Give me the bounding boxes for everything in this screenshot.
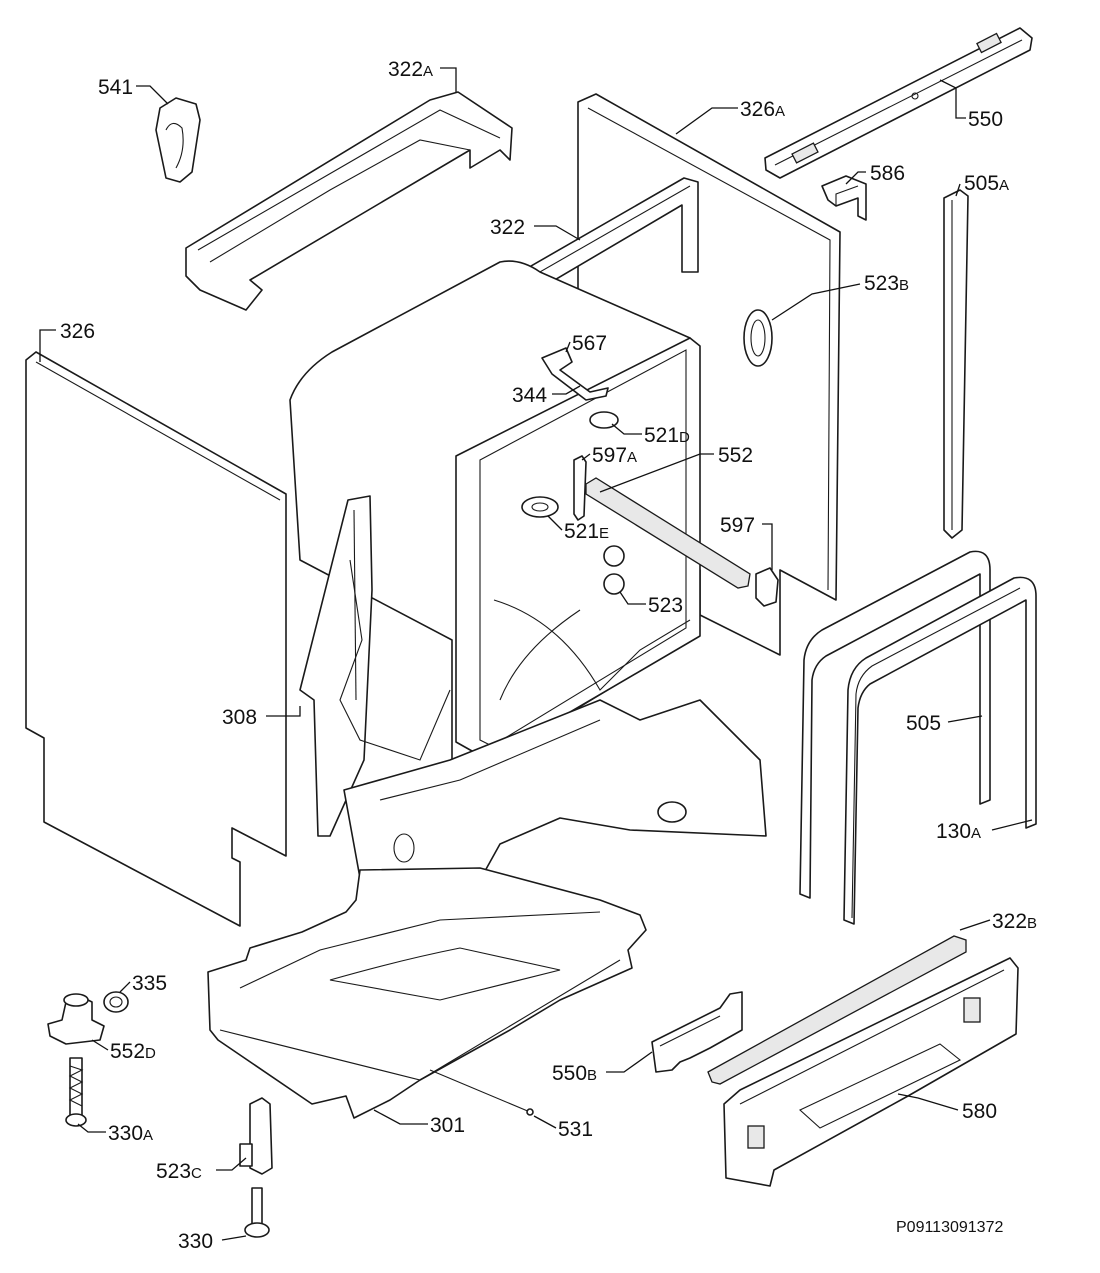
part-541-clip	[155, 97, 201, 183]
label-308: 308	[222, 706, 257, 729]
leader-301	[373, 1109, 428, 1125]
part-523c-bracket	[239, 1097, 273, 1175]
leader-344	[552, 385, 581, 395]
label-505a: 505A	[964, 172, 1009, 195]
part-505-130a-door-seals	[799, 550, 1037, 925]
part-523-fitting-bottom	[603, 573, 625, 595]
leader-330	[221, 1235, 247, 1241]
label-301: 301	[430, 1114, 465, 1137]
part-335-nut	[103, 991, 129, 1013]
label-567: 567	[572, 332, 607, 355]
leader-521e	[547, 515, 563, 531]
leader-597	[762, 523, 773, 570]
part-308-hinge	[299, 495, 451, 837]
part-523-fitting-top	[603, 545, 625, 567]
label-597: 597	[720, 514, 755, 537]
leader-552d	[91, 1039, 109, 1051]
leader-580	[897, 1093, 959, 1111]
part-521e-ring	[521, 496, 559, 518]
label-326: 326	[60, 320, 95, 343]
label-586: 586	[870, 162, 905, 185]
part-330a-screw	[65, 1057, 87, 1127]
part-301-base-tray	[207, 867, 647, 1119]
leader-521d	[611, 423, 642, 435]
leader-lines	[39, 67, 1033, 1241]
leader-597a	[581, 453, 591, 461]
label-322b: 322B	[992, 910, 1037, 933]
label-130a: 130A	[936, 820, 981, 843]
leader-335	[119, 981, 131, 993]
leader-322a	[440, 67, 457, 92]
reference-code: P09113091372	[896, 1219, 1003, 1236]
part-322b-rail	[707, 935, 967, 1085]
part-597-clip	[755, 567, 779, 607]
label-550b: 550B	[552, 1062, 597, 1085]
part-330-screw	[244, 1187, 270, 1238]
part-521d-cap	[589, 411, 619, 429]
leader-505	[947, 715, 983, 723]
label-523c: 523C	[156, 1160, 202, 1183]
leader-541	[136, 85, 169, 105]
leader-531	[533, 1115, 557, 1129]
label-552: 552	[718, 444, 753, 467]
part-labels: 541 322A 326A 550 586 505A 322 523B 326 …	[60, 58, 1037, 1253]
label-523b: 523B	[864, 272, 909, 295]
leader-326	[39, 329, 56, 362]
leader-567	[565, 341, 571, 353]
label-322a: 322A	[388, 58, 433, 81]
leader-308	[266, 706, 301, 717]
label-330a: 330A	[108, 1122, 153, 1145]
part-322a-top-frame	[185, 91, 513, 311]
leader-523b	[771, 283, 861, 321]
leader-550b	[606, 1051, 653, 1073]
part-552d-foot	[47, 993, 105, 1045]
leader-326a	[675, 107, 738, 135]
leader-130a	[991, 819, 1033, 831]
part-523b-grommet	[743, 309, 773, 367]
part-567-latch	[541, 347, 609, 401]
label-541: 541	[98, 76, 133, 99]
label-550: 550	[968, 108, 1003, 131]
part-580-base-plate	[723, 957, 1019, 1187]
leader-322b	[959, 919, 991, 931]
part-531-rod	[429, 1069, 534, 1116]
leader-523	[619, 591, 646, 605]
part-326-side-panel	[25, 351, 287, 927]
part-505a-seal-strip	[943, 189, 969, 539]
label-580: 580	[962, 1100, 997, 1123]
label-322: 322	[490, 216, 525, 239]
part-597a-clip	[573, 455, 587, 521]
leader-505a	[955, 183, 961, 197]
label-597a: 597A	[592, 444, 637, 467]
label-326a: 326A	[740, 98, 785, 121]
part-552-trim-bar	[585, 477, 751, 589]
part-tub-assembly	[289, 260, 779, 761]
label-330: 330	[178, 1230, 213, 1253]
leader-586	[845, 171, 866, 185]
label-344: 344	[512, 384, 547, 407]
part-586-bracket	[821, 175, 867, 221]
label-521e: 521E	[564, 520, 609, 543]
leader-330a	[77, 1123, 106, 1133]
label-505: 505	[906, 712, 941, 735]
leader-552	[599, 453, 714, 493]
label-531: 531	[558, 1118, 593, 1141]
leader-550	[939, 79, 966, 119]
part-550-mounting-rail	[764, 27, 1033, 179]
label-523: 523	[648, 594, 683, 617]
label-552d: 552D	[110, 1040, 156, 1063]
label-335: 335	[132, 972, 167, 995]
leader-523c	[216, 1157, 247, 1171]
label-521d: 521D	[644, 424, 690, 447]
part-550b-bracket	[651, 991, 743, 1073]
leader-322	[534, 225, 581, 241]
